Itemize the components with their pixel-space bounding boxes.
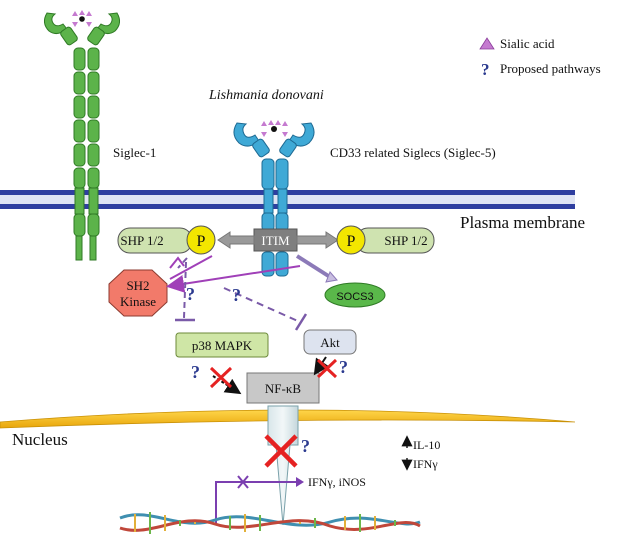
nfkb-translocation-cross-icon	[264, 434, 298, 468]
sh2-label: SH2	[126, 278, 149, 293]
socs3-label: SOCS3	[336, 291, 373, 303]
legend-question-icon: ?	[481, 60, 490, 79]
siglec5-head-left	[233, 122, 260, 147]
nfkb-translocation-arrow	[267, 405, 299, 526]
kinase-label: Kinase	[120, 294, 156, 309]
dna-helix-icon	[119, 512, 421, 534]
siglec5-receptor	[233, 120, 315, 277]
il10-label: IL-10	[413, 438, 440, 452]
legend: Sialic acid ? Proposed pathways	[479, 36, 601, 79]
p38-mapk-label: p38 MAPK	[192, 338, 253, 353]
cytokine-changes: IL-10 IFNγ	[401, 435, 440, 471]
pathogen-label: Lishmania donovani	[208, 88, 324, 103]
solid-link-sh2-up	[169, 255, 213, 280]
p38-to-nfkb-arrow: ?	[191, 362, 242, 395]
itim-label: ITIM	[261, 233, 290, 248]
siglec5-head-right	[288, 122, 315, 147]
plasma-membrane-label: Plasma membrane	[460, 213, 585, 232]
ifng-label: IFNγ	[413, 457, 438, 471]
cd33-siglecs-label: CD33 related Siglecs (Siglec-5)	[330, 145, 496, 160]
sh2-kinase-node: SH2 Kinase	[108, 269, 168, 317]
siglec1-receptor	[43, 10, 121, 261]
pathway-links	[166, 255, 308, 331]
siglec1-sialic-acid-cluster	[72, 10, 92, 27]
shp-left-node: SHP 1/2 P	[117, 225, 216, 255]
siglec1-head-left	[43, 12, 68, 35]
question-sh2-p38: ?	[186, 284, 195, 304]
shp-right-label: SHP 1/2	[384, 233, 427, 248]
phosphate-right	[336, 225, 366, 255]
nfkb-label: NF-κB	[265, 381, 301, 396]
siglec1-label: Siglec-1	[113, 145, 156, 160]
socs3-node: SOCS3	[295, 254, 386, 308]
ifng-inos-label: IFNγ, iNOS	[308, 475, 366, 489]
legend-proposed-label: Proposed pathways	[500, 61, 601, 76]
gene-expression-path: IFNγ, iNOS	[215, 475, 366, 525]
phosphate-left-label: P	[197, 233, 206, 250]
shp-left-label: SHP 1/2	[120, 233, 163, 248]
dashed-link-itim-akt	[223, 287, 301, 323]
question-nfkb-nucleus: ?	[301, 436, 310, 456]
question-itim-akt: ?	[232, 285, 241, 305]
akt-label: Akt	[320, 335, 340, 350]
phosphate-left	[186, 225, 216, 255]
p38-mapk-node: p38 MAPK	[175, 332, 269, 358]
phosphate-right-label: P	[347, 233, 356, 250]
nfkb-node: NF-κB	[246, 372, 320, 404]
legend-sialic-acid-label: Sialic acid	[500, 36, 555, 51]
akt-to-nfkb-arrow: ?	[313, 356, 348, 379]
itim-box: ITIM	[253, 228, 298, 252]
nucleus-label: Nucleus	[12, 430, 68, 449]
akt-inhibit-bar	[294, 313, 308, 331]
question-akt-nfkb: ?	[339, 357, 348, 377]
shp-right-node: SHP 1/2 P	[336, 225, 435, 255]
question-p38-nfkb: ?	[191, 362, 200, 382]
akt-node: Akt	[303, 329, 357, 355]
solid-link-itim-sh2	[166, 265, 301, 293]
dashed-link-p-p38	[177, 257, 188, 319]
siglec5-sialic-acid-cluster	[261, 120, 288, 137]
siglec1-head-right	[96, 12, 121, 35]
sialic-acid-icon	[479, 37, 495, 50]
itim-double-arrow	[217, 231, 339, 249]
